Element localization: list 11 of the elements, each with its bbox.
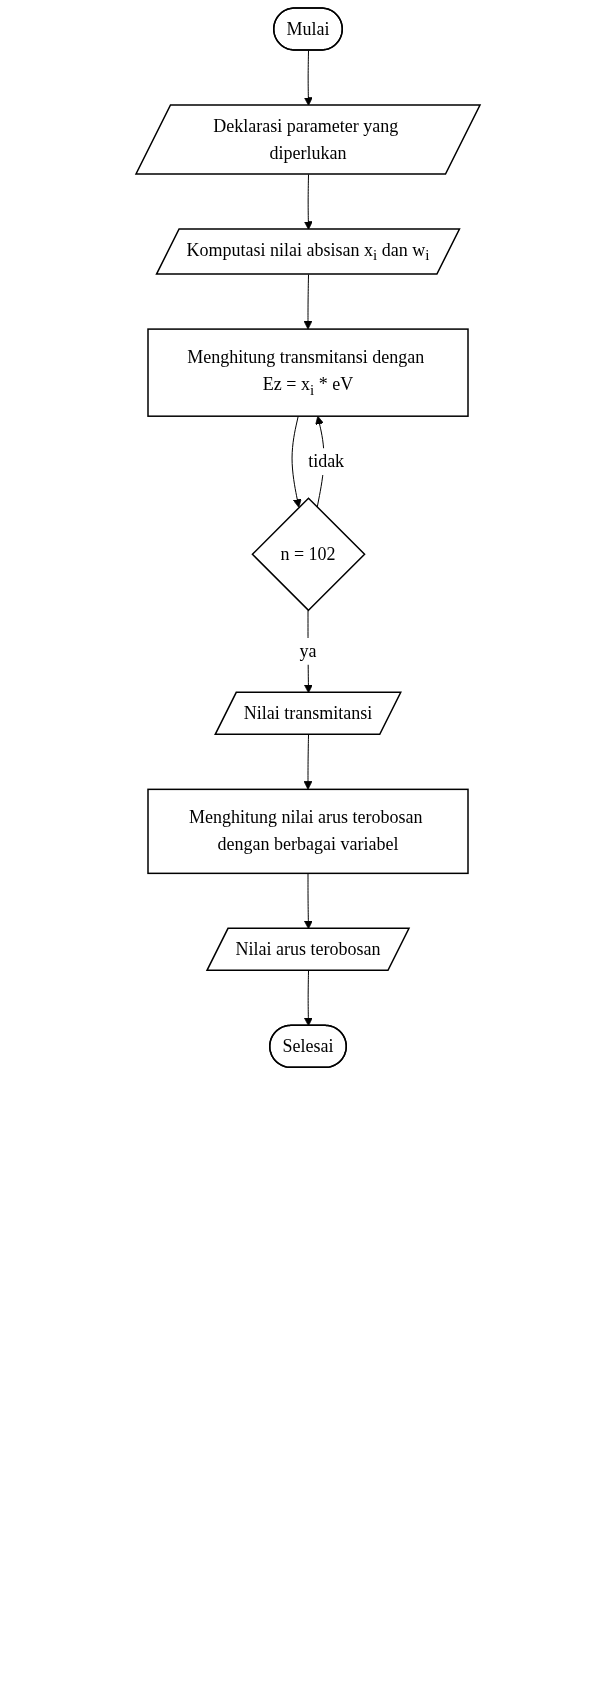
arrow [303, 50, 313, 106]
arrow [303, 970, 313, 1027]
node-box: Menghitung nilai arus terobosan dengan berbagai variabel [147, 788, 469, 875]
node-diamond: n = 102 [251, 497, 366, 612]
arrow [303, 174, 313, 230]
arrow [291, 415, 302, 508]
arrow [303, 274, 313, 330]
edge-label: tidak [308, 451, 345, 472]
arrow [303, 734, 313, 790]
edge-label: ya [299, 640, 317, 661]
node-box: Menghitung transmitansi dengan Ez = x$_{i}$ * eV [147, 328, 469, 417]
